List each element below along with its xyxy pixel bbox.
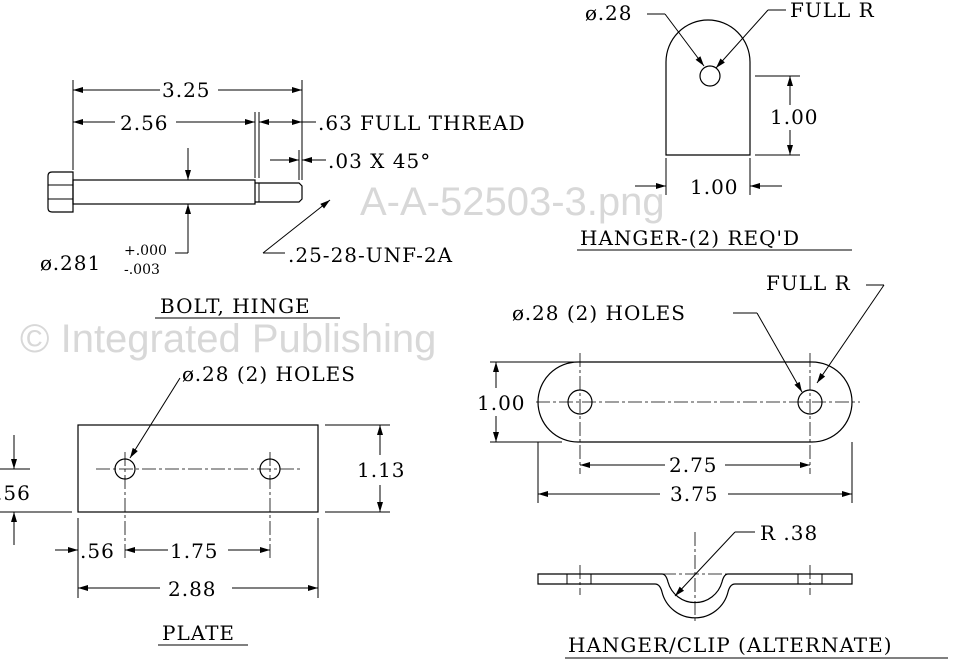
- dim-hanger-width: 1.00: [690, 175, 739, 199]
- watermark: © Integrated Publishing A-A-52503-3.png: [20, 180, 665, 361]
- thread-note: FULL THREAD: [360, 111, 526, 135]
- hanger-drawing: ø.28 FULL R 1.00 1.00 HANGER-(2) REQ'D: [577, 0, 875, 251]
- dim-hanger-height: 1.00: [770, 105, 819, 129]
- tolerance-plus: +.000: [124, 243, 167, 259]
- bolt-thread: [255, 182, 303, 203]
- clip-title: HANGER/CLIP (ALTERNATE): [568, 633, 893, 657]
- tolerance-minus: -.003: [124, 262, 160, 278]
- dim-overall-length: 3.25: [162, 78, 211, 102]
- clip-side-view: [537, 573, 853, 619]
- hanger-clip-drawing: ø.28 (2) HOLES FULL R 1.00 2.75 3.75 R .…: [477, 271, 948, 659]
- dim-bend-radius: R .38: [760, 521, 818, 545]
- bolt-title: BOLT, HINGE: [160, 294, 311, 318]
- hanger-outline: [665, 19, 751, 156]
- plate-drawing: ø.28 (2) HOLES 1.13 .56 .56 1.75 2.88 PL…: [0, 362, 406, 646]
- clip-radius-label: FULL R: [766, 271, 851, 295]
- dim-clip-hole-spacing: 2.75: [669, 453, 718, 477]
- dim-hole-offset-x: .56: [80, 539, 115, 563]
- plate-title: PLATE: [162, 621, 235, 645]
- plate-holes-label: ø.28 (2) HOLES: [182, 362, 356, 386]
- dim-hole-spacing: 1.75: [170, 539, 219, 563]
- hanger-title: HANGER-(2) REQ'D: [580, 226, 800, 250]
- dim-chamfer: .03 X 45°: [328, 149, 431, 173]
- watermark-line2: A-A-52503-3.png: [360, 180, 665, 224]
- clip-outline: [537, 361, 853, 443]
- plate-outline: [77, 424, 319, 513]
- dim-clip-height: 1.00: [477, 391, 526, 415]
- hanger-radius-label: FULL R: [790, 0, 875, 22]
- clip-holes-label: ø.28 (2) HOLES: [512, 301, 686, 325]
- dim-plate-width: 2.88: [168, 577, 217, 601]
- bolt-head: [47, 171, 74, 213]
- dim-hole-offset-y: .56: [0, 481, 31, 505]
- hanger-hole-label: ø.28: [585, 1, 633, 25]
- thread-spec: .25-28-UNF-2A: [288, 243, 453, 267]
- hanger-hole: [699, 65, 721, 87]
- dim-thread-length: .63: [318, 111, 353, 135]
- bolt-hinge-drawing: 3.25 2.56 .63 FULL THREAD .03 X 45° ø.28…: [40, 78, 526, 319]
- dim-clip-length: 3.75: [670, 482, 719, 506]
- dim-diameter: ø.281: [40, 251, 101, 275]
- dim-shank-length: 2.56: [120, 111, 169, 135]
- dim-plate-height: 1.13: [357, 458, 406, 482]
- bolt-shank: [72, 179, 256, 205]
- watermark-line1: © Integrated Publishing: [20, 317, 436, 361]
